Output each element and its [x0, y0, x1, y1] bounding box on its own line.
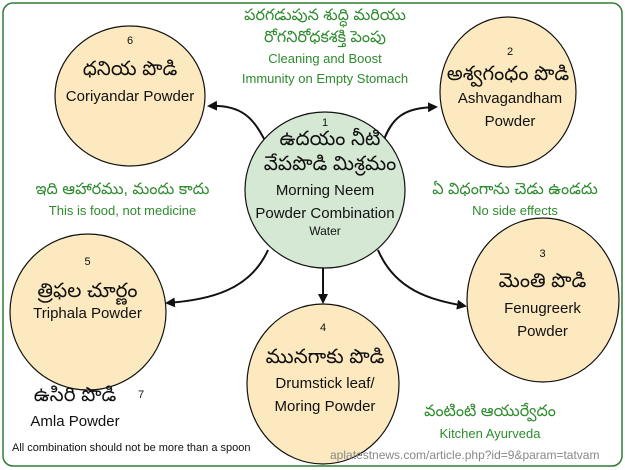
- node-2-telugu: అశ్వగంధం పొడి: [446, 63, 570, 85]
- node-4-circle: [246, 303, 400, 465]
- watermark-url: aplatestnews.com/article.php?id=9&param=…: [330, 448, 600, 462]
- center-telugu-2: వేపపొడి మిశ్రమం: [263, 153, 397, 175]
- center-english-2: Powder Combination: [255, 205, 395, 222]
- node-3-english-2: Powder: [517, 323, 568, 340]
- center-circle: [244, 111, 406, 269]
- top-note-telugu-1: పరగడుపున శుద్ధి మరియు: [244, 7, 406, 24]
- node-3-telugu: మెంతి పొడి: [498, 270, 587, 292]
- node-7-telugu: ఉసిరి పొడి: [33, 384, 117, 406]
- node-7-english: Amla Powder: [30, 413, 120, 430]
- node-6-telugu: ధనియ పొడి: [82, 58, 178, 80]
- node-6-english: Coriyandar Powder: [65, 88, 195, 105]
- left-note-english: This is food, not medicine: [48, 203, 197, 218]
- bottom-right-note-english: Kitchen Ayurveda: [439, 426, 541, 441]
- node-2-english-1: Ashvagandham: [457, 90, 563, 107]
- node-4-english-1: Drumstick leaf/: [275, 375, 375, 392]
- top-note-english-1: Cleaning and Boost: [268, 51, 382, 66]
- center-english-3: Water: [309, 224, 341, 238]
- node-2-number: 2: [506, 46, 514, 58]
- node-4-telugu: మునగాకు పొడి: [265, 346, 385, 368]
- right-note-english: No side effects: [472, 203, 558, 218]
- node-6-circle: [54, 25, 206, 167]
- node-4-english-2: Moring Powder: [274, 398, 376, 415]
- node-3-circle: [466, 217, 620, 383]
- node-2-circle: [439, 16, 577, 168]
- bottom-right-note-telugu: వంటింటి ఆయుర్వేదం: [424, 403, 556, 420]
- node-3-number: 3: [539, 248, 546, 260]
- center-english-1: Morning Neem: [275, 182, 375, 199]
- arrow-to-3: [377, 249, 467, 310]
- top-note-telugu-2: రోగనిరోధకశక్తి పెంపు: [264, 29, 386, 46]
- left-note-telugu: ఇది ఆహారము, మందు కాదు: [35, 181, 210, 198]
- top-note-english-2: Immunity on Empty Stomach: [241, 71, 409, 86]
- right-note-telugu: ఏ విధంగాను చెడు ఉండదు: [432, 181, 598, 198]
- footer-note: All combination should not be more than …: [12, 442, 251, 454]
- node-7-number: 7: [137, 389, 145, 401]
- node-5-circle: [9, 233, 167, 391]
- arrow-to-5: [165, 249, 269, 308]
- node-4-number: 4: [319, 322, 327, 334]
- center-telugu-1: ఉదయం నీటి: [279, 128, 381, 150]
- node-3-english-1: Fenugreerk: [504, 300, 581, 317]
- node-5-telugu: త్రిఫల చూర్ణం: [37, 280, 138, 302]
- node-5-english: Triphala Powder: [33, 305, 142, 322]
- node-5-number: 5: [84, 256, 91, 268]
- center-number: 1: [321, 117, 329, 129]
- node-6-number: 6: [126, 35, 134, 47]
- node-2-english-2: Powder: [484, 113, 536, 130]
